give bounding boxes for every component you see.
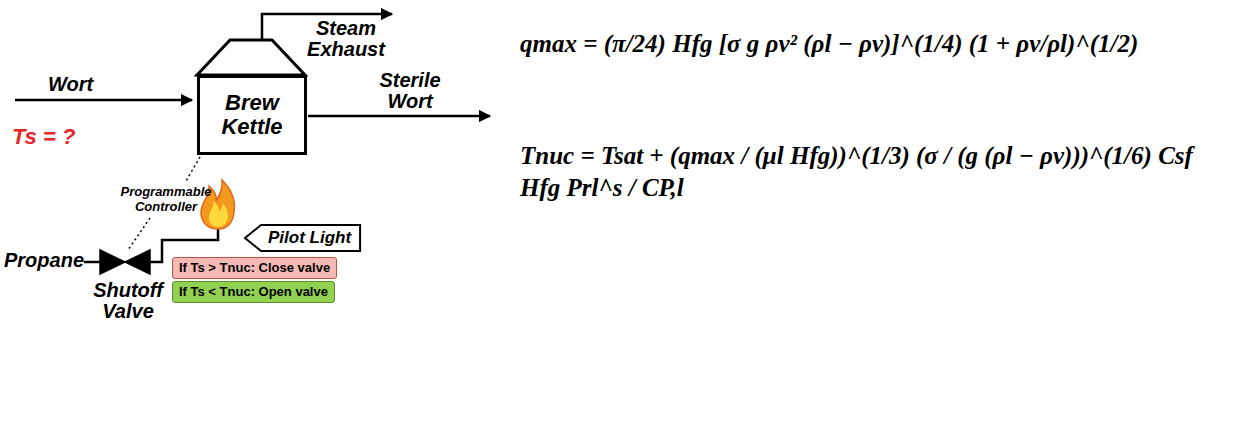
valve-symbol: [100, 250, 150, 274]
wort-out-arrow: [308, 115, 490, 118]
stream-label: Sterile Wort: [362, 70, 458, 112]
node-label: If Ts > Tnuc: Close valve: [179, 260, 330, 276]
temperature-label: Ts = ?: [12, 124, 75, 150]
condition-box: If Ts > Tnuc: Close valve: [172, 257, 337, 279]
node-label: If Ts < Tnuc: Open valve: [179, 284, 328, 300]
wort-in-arrow: [15, 99, 192, 102]
condition-box: If Ts < Tnuc: Open valve: [172, 281, 335, 303]
callout-shape: [245, 225, 360, 251]
node-label: Brew Kettle: [204, 91, 300, 139]
equation: qmax = (π/24) Hfg [σ g ρv² (ρl − ρv)]^(1…: [520, 28, 1220, 60]
signal-line: [128, 218, 150, 250]
stream-label: Steam Exhaust: [296, 18, 396, 60]
signal-line: [186, 157, 200, 181]
controller-label: Programmable Controller: [106, 184, 226, 214]
propane-pipe: [84, 261, 100, 264]
process-box: Brew Kettle: [197, 75, 307, 155]
fuel-label: Propane: [4, 250, 84, 271]
node-label: Pilot Light: [268, 227, 351, 249]
valve-label: Shutoff Valve: [88, 280, 168, 322]
stream-label: Wort: [48, 74, 93, 95]
callout-box: Pilot Light: [244, 224, 361, 252]
flame-core: [209, 201, 228, 227]
equation: Tnuc = Tsat + (qmax / (μl Hfg))^(1/3) (σ…: [520, 140, 1220, 204]
kettle-hood: [197, 40, 305, 75]
